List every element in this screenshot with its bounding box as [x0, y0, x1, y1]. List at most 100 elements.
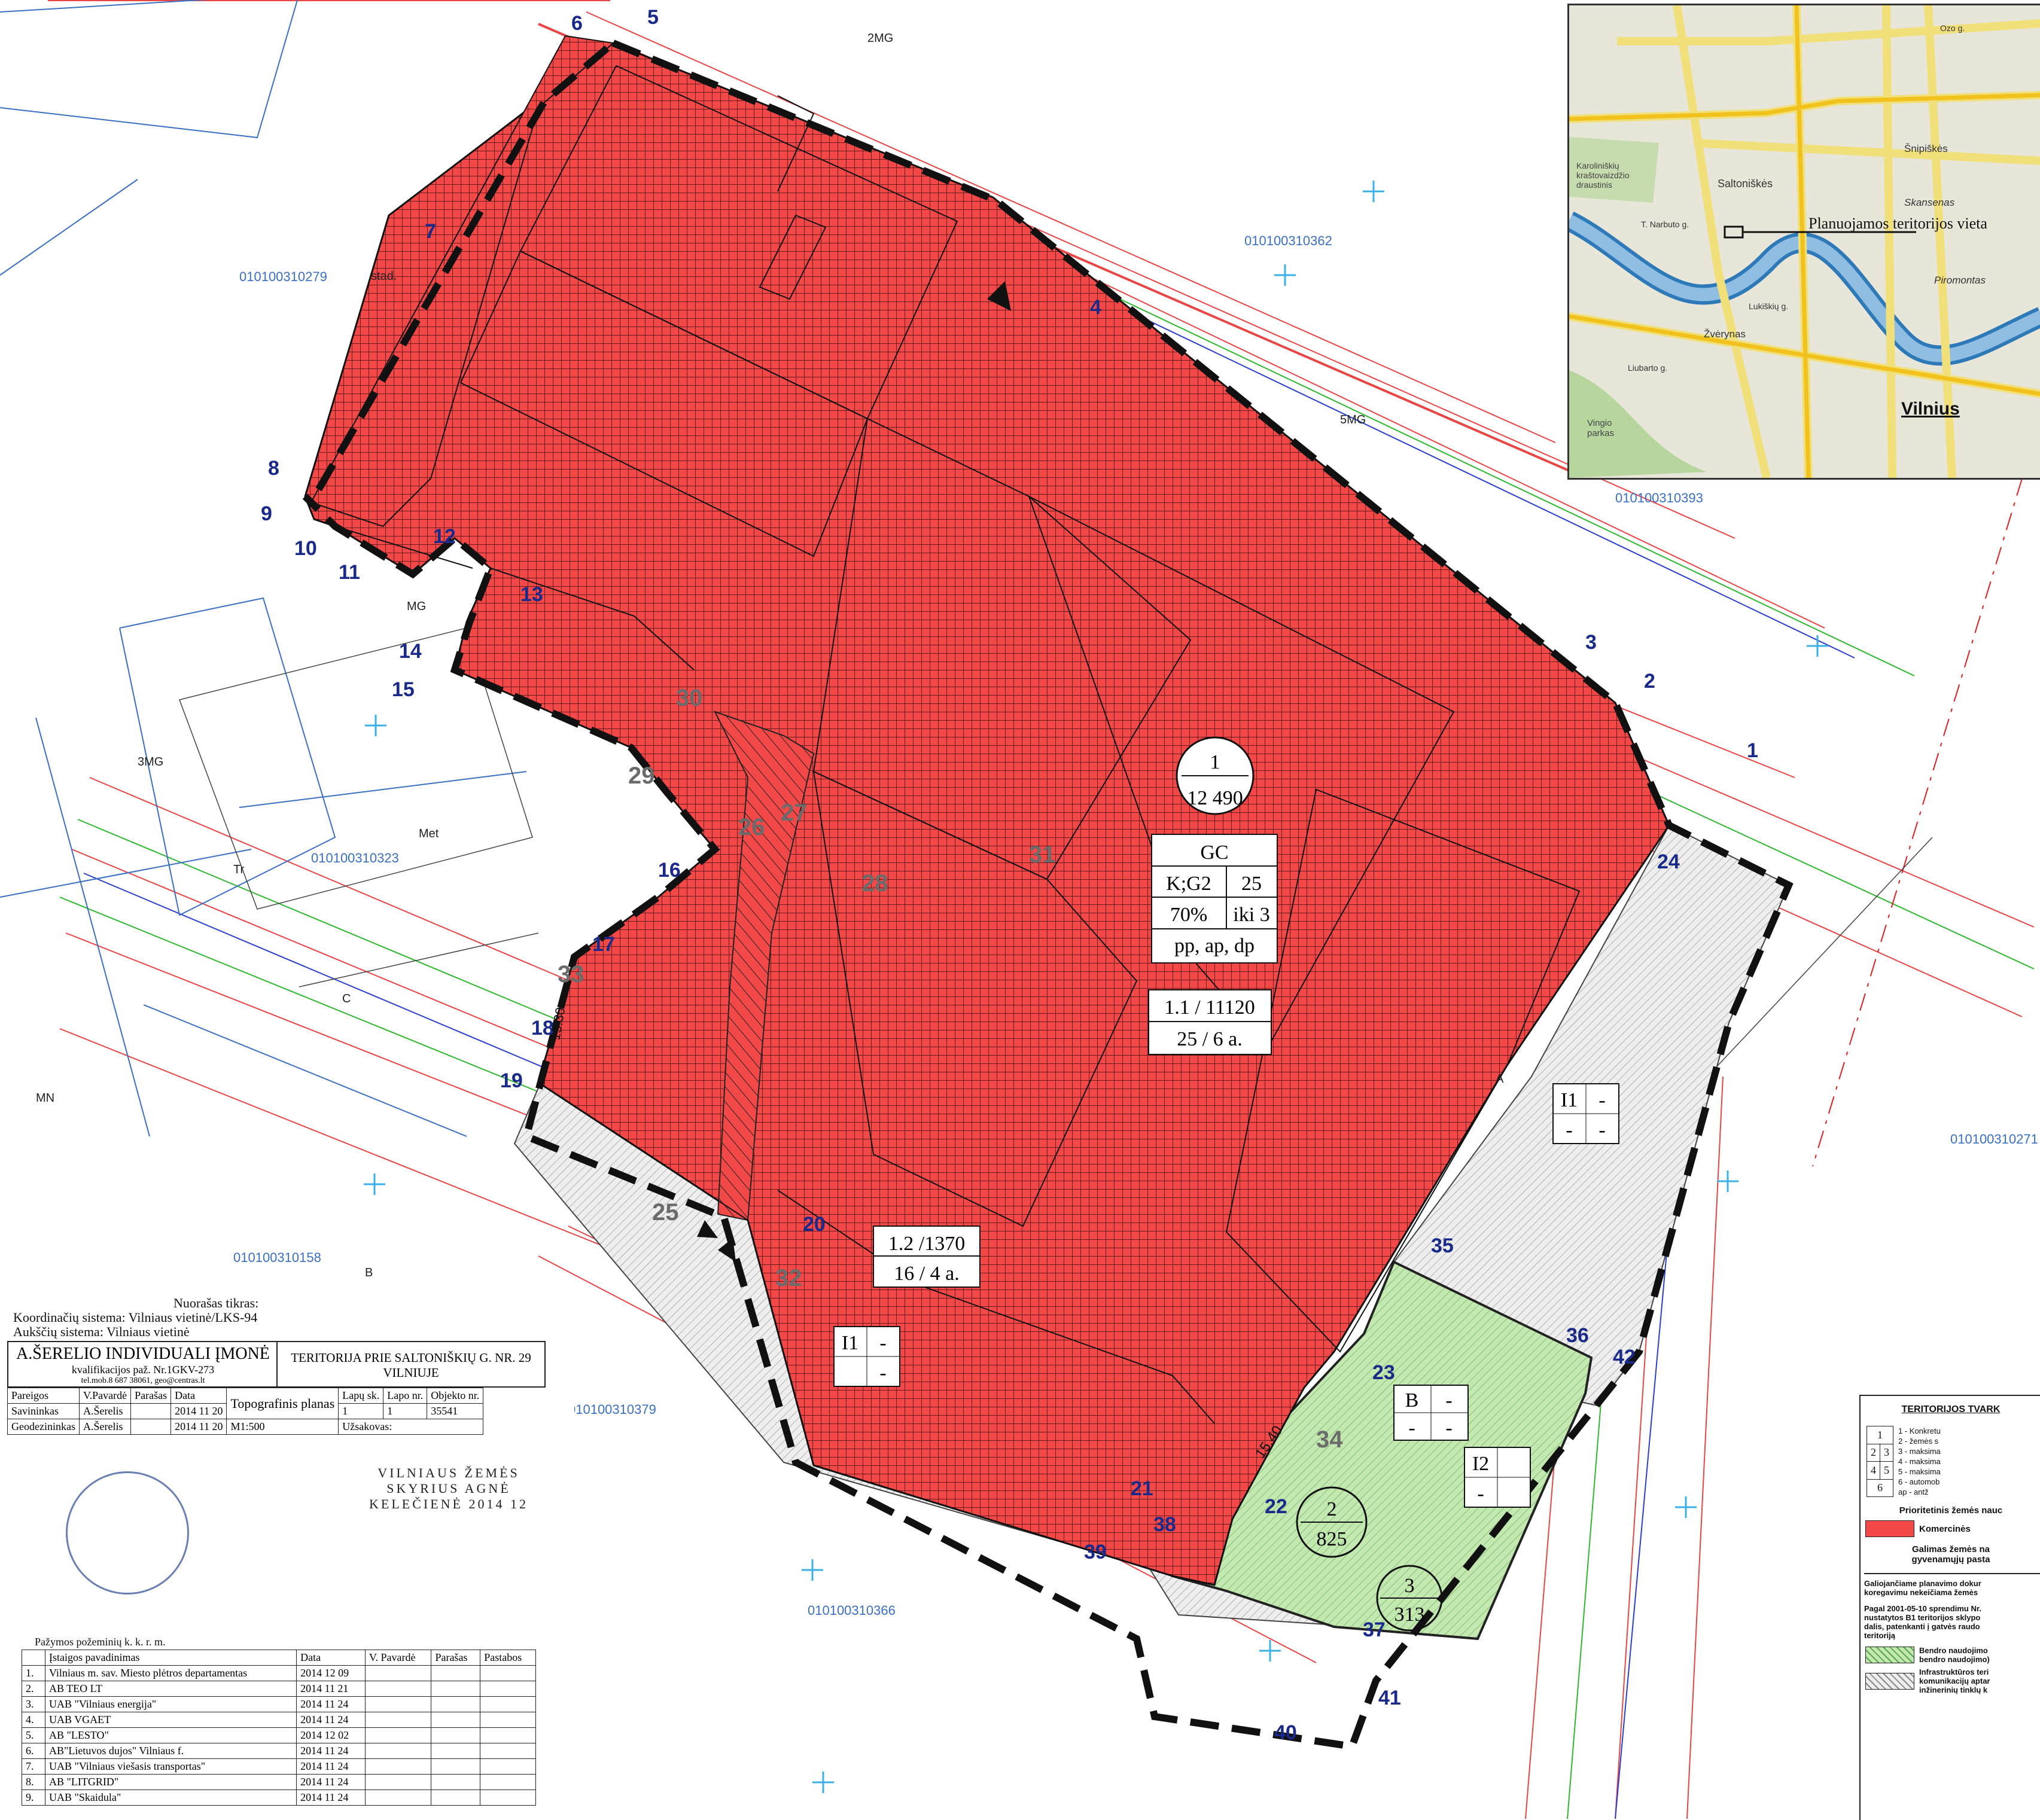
doc-type: Topografinis planas: [226, 1388, 339, 1419]
area-number-labels: 25 26 27 28 29 30 31 32 33 34: [558, 685, 1343, 1453]
inset-district: Karoliniškių kraštovaizdžio draustinis: [1576, 161, 1630, 190]
inset-site-note: Planuojamos teritorijos vieta: [1808, 215, 1987, 232]
legend-priority-title: Prioritetinis žemės nauc: [1899, 1505, 2003, 1516]
area-30: 30: [676, 685, 703, 711]
svg-text:-: -: [879, 1332, 886, 1354]
cadastral-id: 010100310362: [1244, 233, 1332, 248]
zone-b: B - - -: [1393, 1385, 1469, 1441]
role-date: 2014 11 20: [170, 1419, 227, 1435]
point-2: 2: [1644, 670, 1655, 693]
building-mark: Tr: [233, 863, 244, 876]
point-6: 6: [571, 12, 583, 35]
common-use-swatch: [1865, 1647, 1914, 1663]
svg-text:-: -: [879, 1362, 886, 1384]
building-mark: C: [342, 992, 351, 1005]
sheets-count: 1: [338, 1403, 384, 1419]
plot-area: 825: [1317, 1528, 1347, 1550]
zone-i1-code: I1: [1561, 1089, 1578, 1111]
project-title: TERITORIJA PRIE SALTONIŠKIŲ G. NR. 29 VI…: [291, 1350, 531, 1380]
role: Geodezininkas: [7, 1419, 80, 1435]
license: kvalifikacijos paž. Nr.1GKV-273: [71, 1364, 215, 1376]
cadastral-labels: 010100310279 010100310362 010100310393 0…: [233, 233, 2038, 1618]
legend-key: 5: [1880, 1461, 1893, 1480]
area-32: 32: [775, 1265, 802, 1291]
building-marks: 3MG 2MG 5MG MG Met MN Tr A C B stad.: [36, 32, 1504, 1279]
point-23: 23: [1372, 1361, 1395, 1384]
approval-row: 1.Vilniaus m. sav. Miesto plėtros depart…: [22, 1665, 536, 1681]
object-number: 35541: [427, 1403, 484, 1419]
building-mark: 2MG: [867, 32, 893, 45]
subplot-area: 1.1 / 11120: [1164, 996, 1255, 1019]
role-name: A.Šerelis: [78, 1419, 132, 1435]
plot-number: 1: [1210, 751, 1220, 773]
cadastral-id: 010100310279: [239, 269, 327, 284]
roles-header: Lapų sk.: [338, 1388, 384, 1404]
role-name: A.Šerelis: [78, 1403, 132, 1419]
legend-decision: teritoriją: [1864, 1631, 1896, 1640]
cadastral-id: 010100310379: [568, 1402, 656, 1417]
approval-row: 7.UAB "Vilniaus viešasis transportas"201…: [22, 1758, 536, 1775]
point-15: 15: [392, 678, 415, 701]
subplot-years: 25 / 6 a.: [1177, 1028, 1243, 1050]
legend-residential: gyvenamųjų pasta: [1911, 1554, 1990, 1565]
scale: M1:500: [226, 1419, 339, 1435]
point-37: 37: [1363, 1618, 1386, 1641]
point-4: 4: [1090, 296, 1101, 319]
zone-i2: I2 -: [1464, 1447, 1531, 1508]
point-9: 9: [261, 502, 272, 525]
approvals-header: Parašas: [431, 1650, 481, 1666]
building-mark: B: [365, 1266, 373, 1279]
cadastral-id: 010100310366: [808, 1603, 896, 1618]
zone-i1-code: I1: [842, 1332, 858, 1354]
approvals-header: Įstaigos pavadinimas: [44, 1650, 297, 1666]
legend-valid-note: koregavimu nekeičiama žemės: [1864, 1588, 1978, 1597]
point-35: 35: [1431, 1234, 1454, 1257]
zone-i1-south: I1 - -: [833, 1326, 900, 1387]
subplot-1-2-label: 1.2 /1370 16 / 4 a.: [873, 1225, 981, 1288]
inset-district: Saltoniškės: [1718, 178, 1773, 190]
approval-row: 9.UAB "Skaidula"2014 11 24: [22, 1789, 536, 1806]
signature: [130, 1419, 172, 1435]
plot-3-label: 3 313: [1376, 1565, 1443, 1632]
registry-stamp: VILNIAUS ŽEMĖS SKYRIUS AGNĖ KELEČIENĖ 20…: [369, 1465, 528, 1511]
building-mark: stad.: [371, 270, 397, 283]
plot-number: 3: [1405, 1575, 1415, 1597]
point-12: 12: [433, 525, 456, 548]
svg-text:-: -: [1445, 1389, 1452, 1412]
svg-text:-: -: [1598, 1089, 1605, 1111]
point-18: 18: [531, 1017, 554, 1039]
roles-header: Parašas: [130, 1388, 172, 1404]
legend-decision: nustatytos B1 teritorijos sklypo: [1864, 1613, 1981, 1622]
approval-row: 8.AB "LITGRID"2014 11 24: [22, 1774, 536, 1790]
underground-note: Pažymos požeminių k. k. r. m.: [35, 1636, 166, 1648]
cadastral-id: 010100310323: [311, 850, 399, 865]
cadastral-id: 010100310393: [1615, 490, 1703, 505]
company-block: A.ŠERELIO INDIVIDUALI ĮMONĖ kvalifikacij…: [7, 1341, 279, 1388]
plot-area: 12 490: [1187, 787, 1243, 809]
subplot-years: 16 / 4 a.: [894, 1263, 960, 1285]
round-seal: [66, 1471, 189, 1595]
customer-label: Užsakovas:: [338, 1419, 484, 1435]
legend-infra: komunikacijų aptar: [1919, 1676, 1990, 1685]
area-27: 27: [781, 800, 808, 826]
point-1: 1: [1747, 739, 1758, 762]
approvals-header: Pastabos: [480, 1650, 536, 1666]
point-36: 36: [1566, 1324, 1589, 1347]
roles-header: Objekto nr.: [427, 1388, 484, 1404]
area-26: 26: [738, 814, 765, 840]
building-mark: MG: [407, 600, 426, 613]
zone-b-code: B: [1405, 1389, 1419, 1412]
point-14: 14: [399, 640, 422, 663]
zone-i2-code: I2: [1472, 1453, 1489, 1475]
roles-header: V.Pavardė: [78, 1388, 132, 1404]
title-block: Nuorašas tikras: Koordinačių sistema: Vi…: [0, 1286, 574, 1819]
subplot-area: 1.2 /1370: [888, 1233, 965, 1255]
building-outlines: [334, 65, 1581, 1424]
roles-table: Pareigos V.Pavardė Parašas Data Topograf…: [7, 1388, 484, 1435]
approvals-table: Įstaigos pavadinimas Data V. Pavardė Par…: [22, 1650, 536, 1806]
svg-text:-: -: [1445, 1417, 1452, 1439]
building-mark: A: [1496, 1072, 1504, 1086]
roles-header: Pareigos: [7, 1388, 80, 1404]
